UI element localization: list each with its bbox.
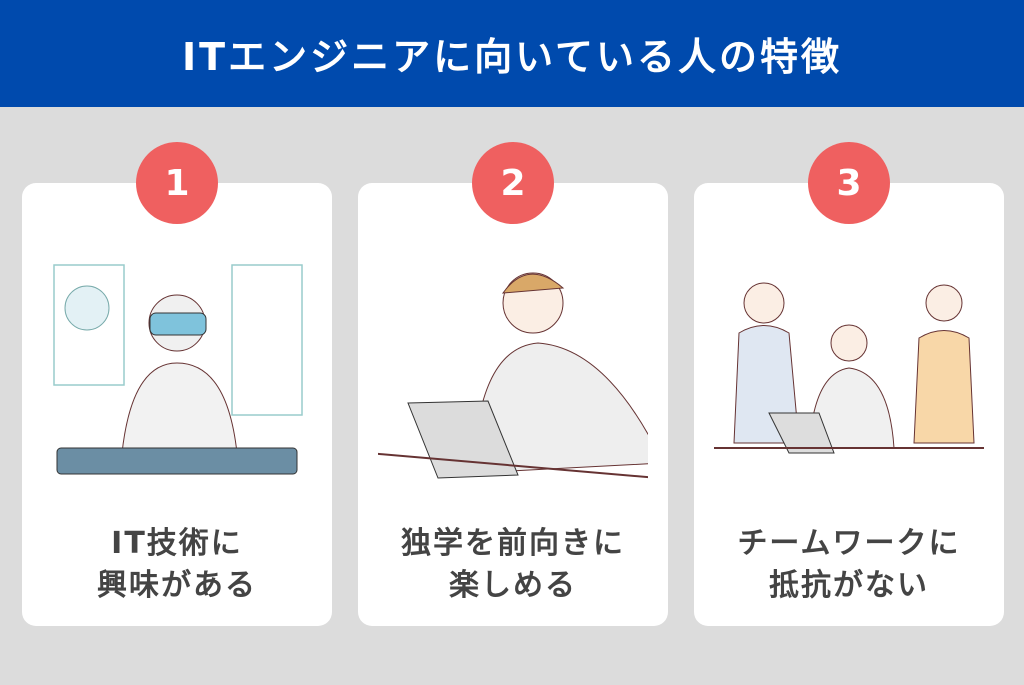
card-label: チームワークに 抵抗がない [694, 523, 1004, 607]
card-label: 独学を前向きに 楽しめる [358, 523, 668, 607]
header-banner: ITエンジニアに向いている人の特徴 [0, 0, 1024, 107]
label-line: IT技術に [111, 526, 243, 561]
label-line: 楽しめる [449, 568, 577, 603]
card-2: 2 独学を前向きに 楽しめる [358, 142, 668, 626]
number-badge: 1 [136, 142, 218, 224]
team-reviewing-documents-illustration [714, 282, 984, 454]
person-thumbs-up-laptop-illustration [378, 272, 648, 479]
card-1: 1 IT技術に 興味がある [22, 142, 332, 626]
card-3: 3 チームワークに 抵抗がない [694, 142, 1004, 626]
number-badge: 3 [808, 142, 890, 224]
label-line: 抵抗がない [769, 568, 929, 603]
card-label: IT技術に 興味がある [22, 523, 332, 607]
number-badge: 2 [472, 142, 554, 224]
label-line: 独学を前向きに [401, 526, 625, 561]
vr-headset-typing-person-illustration [53, 264, 303, 475]
page-title: ITエンジニアに向いている人の特徴 [182, 35, 842, 79]
label-line: チームワークに [737, 526, 961, 561]
label-line: 興味がある [97, 568, 257, 603]
